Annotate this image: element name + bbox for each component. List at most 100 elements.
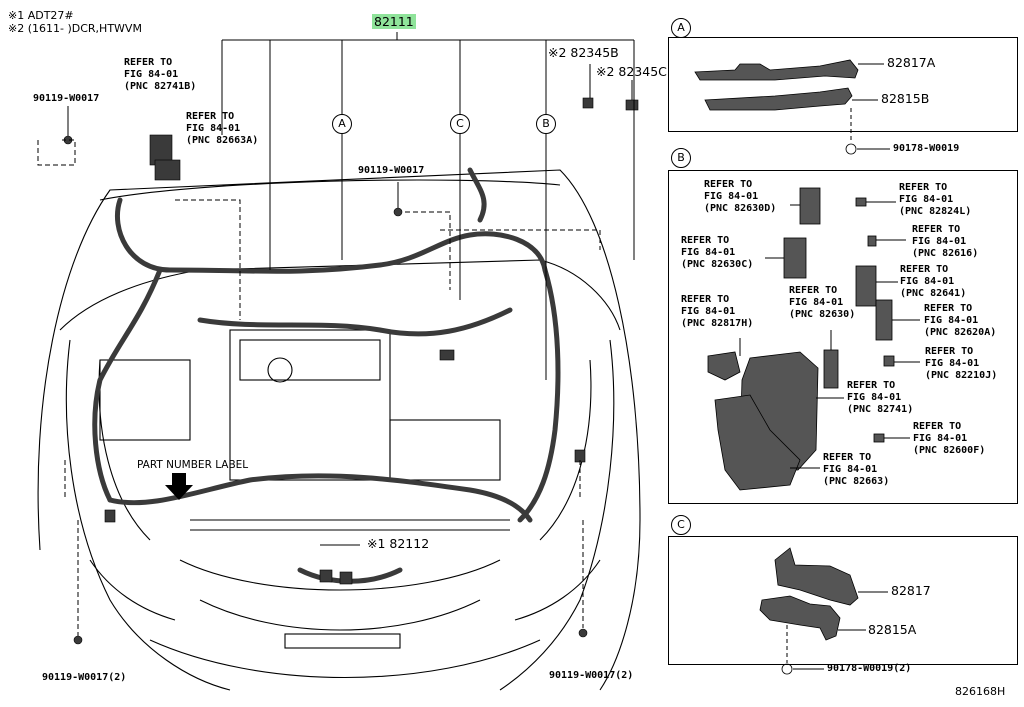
ref-82210J[interactable]: REFER TO FIG 84-01 (PNC 82210J): [925, 346, 997, 382]
main-part-highlight[interactable]: 82111: [372, 14, 416, 29]
engine-head: [239, 339, 381, 381]
ref-82817H-l3: (PNC 82817H): [681, 318, 754, 329]
bolt-90119-top-left[interactable]: 90119-W0017: [33, 93, 100, 104]
panel-c-part-82817-label[interactable]: 82817: [891, 583, 931, 598]
ref-82741[interactable]: REFER TO FIG 84-01 (PNC 82741): [847, 380, 913, 416]
panel-b: [668, 170, 1018, 504]
connector-2: [154, 159, 181, 181]
panel-a-part-82817A-label[interactable]: 82817A: [887, 55, 936, 70]
part-82345B[interactable]: ※2 82345B: [548, 45, 619, 60]
ref-82630[interactable]: REFER TO FIG 84-01 (PNC 82630): [789, 285, 855, 321]
ref-82600F-l3: (PNC 82600F): [913, 445, 986, 456]
panel-a-part-82815B-label[interactable]: 82815B: [881, 91, 930, 106]
windshield-edge: [99, 179, 561, 201]
ref-82616[interactable]: REFER TO FIG 84-01 (PNC 82616): [912, 224, 978, 260]
bolt-90119-bottom-left[interactable]: 90119-W0017(2): [42, 672, 127, 683]
panel-a-bolt-shape: [845, 143, 857, 155]
connector-5: [439, 349, 455, 361]
ref-82817H-l1: REFER TO: [681, 294, 730, 305]
ref-82616-l2: FIG 84-01: [912, 236, 967, 247]
dash-line-1: [37, 139, 76, 166]
ref-82620A[interactable]: REFER TO FIG 84-01 (PNC 82620A): [924, 303, 996, 339]
panel-b-callout: B: [671, 148, 691, 168]
panel-b-part-82817H: [707, 351, 741, 381]
ref-82620A-l2: FIG 84-01: [924, 315, 979, 326]
ref-82663A-l3: (PNC 82663A): [186, 135, 259, 146]
harness-lower: [107, 473, 533, 523]
license-plate: [284, 633, 401, 649]
ref-82641[interactable]: REFER TO FIG 84-01 (PNC 82641): [900, 264, 966, 300]
harness-branch-right: [517, 267, 561, 523]
ref-82600F-l1: REFER TO: [913, 421, 962, 432]
ref-82630D[interactable]: REFER TO FIG 84-01 (PNC 82630D): [704, 179, 776, 215]
ref-82817H[interactable]: REFER TO FIG 84-01 (PNC 82817H): [681, 294, 753, 330]
harness-branch-left: [92, 267, 163, 503]
headlight-left: [89, 559, 176, 621]
ref-82600F[interactable]: REFER TO FIG 84-01 (PNC 82600F): [913, 421, 985, 457]
callout-a[interactable]: A: [332, 114, 352, 134]
ref-82663[interactable]: REFER TO FIG 84-01 (PNC 82663): [823, 452, 889, 488]
panel-b-part-82210J: [883, 355, 895, 367]
callout-b[interactable]: B: [536, 114, 556, 134]
car-grille: [199, 599, 481, 631]
ref-82741B[interactable]: REFER TO FIG 84-01 (PNC 82741B): [124, 57, 196, 93]
ref-82641-l2: FIG 84-01: [900, 276, 955, 287]
panel-c-bolt-label[interactable]: 90178-W0019(2): [827, 663, 912, 674]
ref-82663-l1: REFER TO: [823, 452, 872, 463]
connector-6: [104, 509, 116, 523]
panel-c-part-82817: [774, 547, 859, 606]
ref-82741B-l3: (PNC 82741B): [124, 81, 197, 92]
ref-82663A-l1: REFER TO: [186, 111, 235, 122]
ref-82630C-l2: FIG 84-01: [681, 247, 736, 258]
ref-82630C[interactable]: REFER TO FIG 84-01 (PNC 82630C): [681, 235, 753, 271]
note-2: ※2 (1611- )DCR,HTWVM: [8, 22, 142, 35]
car-front-lower: [149, 639, 541, 678]
panel-c-bolt-shape: [781, 663, 793, 675]
bolt-90119-bottom-right[interactable]: 90119-W0017(2): [549, 670, 634, 681]
part-number-label: PART NUMBER LABEL: [137, 459, 249, 471]
ref-82663-l3: (PNC 82663): [823, 476, 890, 487]
bolt-symbol-2: [393, 207, 403, 217]
engine-block: [229, 329, 391, 481]
ref-82616-l1: REFER TO: [912, 224, 961, 235]
panel-b-part-82630D: [799, 187, 821, 225]
air-box: [99, 359, 191, 441]
car-body-outline: [37, 169, 641, 691]
oil-cap: [267, 357, 293, 383]
ref-82630-l1: REFER TO: [789, 285, 838, 296]
ref-82663-l2: FIG 84-01: [823, 464, 878, 475]
ref-82824L-l2: FIG 84-01: [899, 194, 954, 205]
harness-top-right: [467, 167, 487, 223]
ref-82630D-l3: (PNC 82630D): [704, 203, 777, 214]
panel-a-bolt-label[interactable]: 90178-W0019: [893, 143, 960, 154]
dash-line-4: [440, 229, 601, 250]
ref-82663A[interactable]: REFER TO FIG 84-01 (PNC 82663A): [186, 111, 258, 147]
panel-c-callout: C: [671, 515, 691, 535]
battery: [389, 419, 501, 481]
ref-82210J-l2: FIG 84-01: [925, 358, 980, 369]
ref-82641-l1: REFER TO: [900, 264, 949, 275]
ref-82641-l3: (PNC 82641): [900, 288, 967, 299]
car-fender-right: [499, 339, 615, 691]
panel-b-part-82641: [855, 265, 877, 307]
ref-82620A-l1: REFER TO: [924, 303, 973, 314]
part-82345C[interactable]: ※2 82345C: [596, 64, 667, 79]
connector-9: [339, 571, 353, 585]
part-82112[interactable]: ※1 82112: [367, 536, 430, 551]
ref-82824L-l1: REFER TO: [899, 182, 948, 193]
bolt-90119-mid[interactable]: 90119-W0017: [358, 165, 425, 176]
ref-82620A-l3: (PNC 82620A): [924, 327, 997, 338]
ref-82630-l2: FIG 84-01: [789, 297, 844, 308]
panel-c-part-82815A: [759, 595, 841, 641]
main-part-number: 82111: [372, 14, 416, 29]
ref-82824L[interactable]: REFER TO FIG 84-01 (PNC 82824L): [899, 182, 971, 218]
ref-82741-l3: (PNC 82741): [847, 404, 914, 415]
connector-4: [625, 99, 639, 111]
callout-c[interactable]: C: [450, 114, 470, 134]
panel-a-part-82817A: [694, 59, 859, 81]
panel-c-part-82815A-label[interactable]: 82815A: [868, 622, 917, 637]
ref-82600F-l2: FIG 84-01: [913, 433, 968, 444]
ref-82663A-l2: FIG 84-01: [186, 123, 241, 134]
ref-82817H-l2: FIG 84-01: [681, 306, 736, 317]
